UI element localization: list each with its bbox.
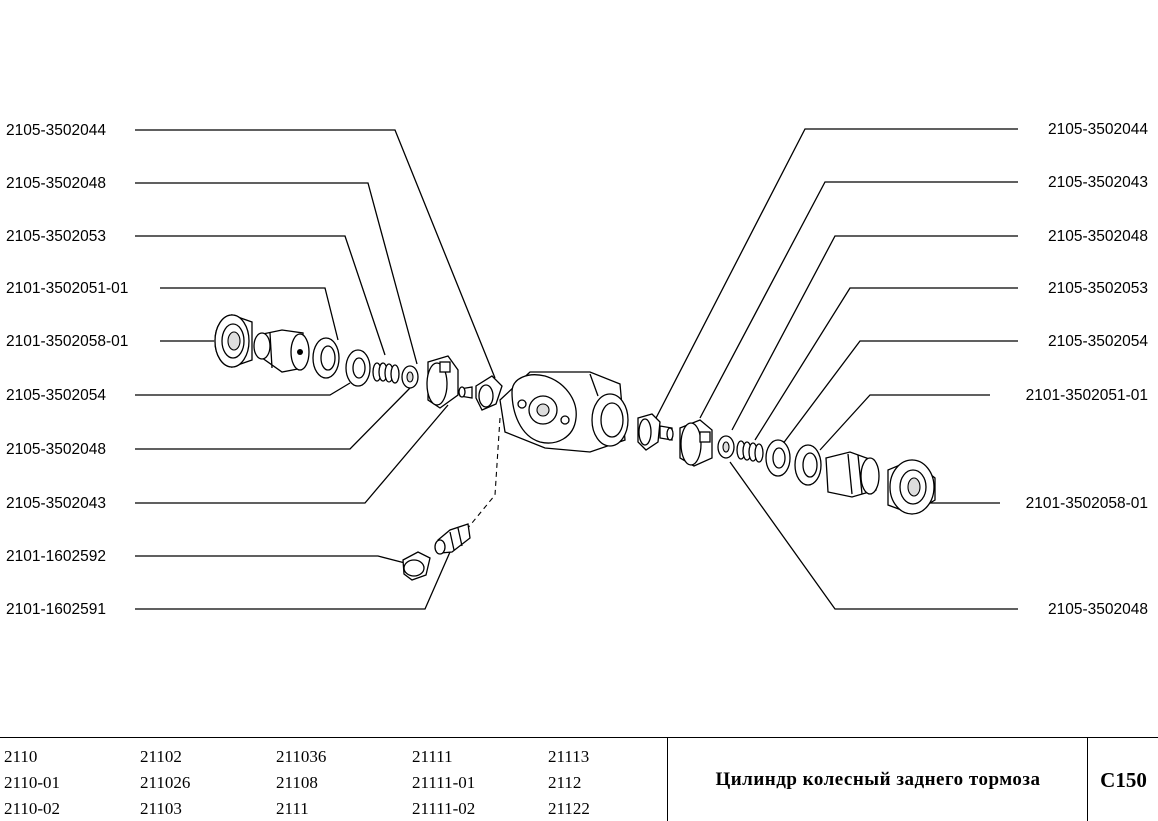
left-stop-cap[interactable] — [475, 375, 503, 411]
model-item: 21108 — [276, 773, 318, 792]
model-item: 2110 — [4, 747, 38, 766]
page-code: C150 — [1100, 767, 1147, 792]
left-label-1[interactable]: 2105-3502048 — [6, 175, 106, 192]
models-column-1: 21102 211026 21103 — [140, 744, 190, 821]
left-piston[interactable] — [253, 329, 310, 373]
models-column-3: 21111 21111-01 21111-02 — [412, 744, 475, 821]
right-leader-1 — [699, 181, 1018, 419]
left-label-3[interactable]: 2101-3502051-01 — [6, 280, 128, 297]
exploded-view-diagram: 2105-3502044 2105-3502048 2105-3502053 2… — [6, 121, 1148, 618]
model-item: 211036 — [276, 747, 327, 766]
right-leader-lines — [654, 128, 1018, 610]
left-leader-2 — [135, 235, 386, 356]
right-label-4[interactable]: 2105-3502054 — [1048, 333, 1148, 350]
bleeder-cap[interactable] — [402, 551, 431, 581]
model-item: 21111-01 — [412, 773, 476, 792]
model-item: 2110-01 — [4, 773, 61, 792]
model-item: 21111-02 — [412, 799, 476, 818]
right-spring[interactable] — [736, 440, 764, 463]
left-pin[interactable] — [458, 386, 473, 399]
assembly-title: Цилиндр колесный заднего тормоза — [715, 769, 1041, 790]
left-label-7[interactable]: 2105-3502043 — [6, 495, 106, 512]
right-label-1[interactable]: 2105-3502043 — [1048, 174, 1148, 191]
model-item: 21103 — [140, 799, 182, 818]
right-leader-5 — [819, 394, 990, 451]
right-label-7[interactable]: 2105-3502048 — [1048, 601, 1148, 618]
model-item: 2111 — [276, 799, 309, 818]
model-item: 2110-02 — [4, 799, 61, 818]
title-block: 2110 2110-01 2110-02 21102 211026 21103 … — [0, 737, 1158, 821]
right-leader-2 — [731, 235, 1018, 431]
models-column-2: 211036 21108 2111 — [276, 744, 326, 821]
right-washer[interactable] — [765, 439, 791, 477]
left-dust-cover[interactable] — [214, 314, 253, 368]
left-leader-0 — [135, 129, 496, 379]
model-item: 211026 — [140, 773, 191, 792]
right-label-5[interactable]: 2101-3502051-01 — [1026, 387, 1148, 404]
right-leader-3 — [754, 287, 1018, 441]
model-item: 21122 — [548, 799, 590, 818]
right-thrust-ring[interactable] — [679, 419, 713, 467]
left-washer[interactable] — [345, 349, 371, 387]
model-item: 21111 — [412, 747, 453, 766]
left-label-2[interactable]: 2105-3502053 — [6, 228, 106, 245]
left-label-6[interactable]: 2105-3502048 — [6, 441, 106, 458]
right-label-2[interactable]: 2105-3502048 — [1048, 228, 1148, 245]
right-leader-0 — [654, 128, 1018, 421]
bleed-axis-dashed — [457, 417, 501, 541]
assembly-title-cell: Цилиндр колесный заднего тормоза — [669, 738, 1088, 821]
left-label-9[interactable]: 2101-1602591 — [6, 601, 106, 618]
left-thrust-ring[interactable] — [426, 355, 459, 409]
left-seal-cup[interactable] — [312, 337, 340, 379]
right-pin[interactable] — [659, 425, 674, 441]
left-leader-8 — [135, 555, 406, 564]
right-label-6[interactable]: 2101-3502058-01 — [1026, 495, 1148, 512]
right-ring[interactable] — [717, 435, 735, 459]
left-label-5[interactable]: 2105-3502054 — [6, 387, 106, 404]
right-leader-7 — [729, 461, 1018, 610]
cylinder-body[interactable] — [499, 371, 629, 453]
right-leader-4 — [781, 340, 1018, 446]
left-leader-6 — [135, 387, 411, 450]
left-leader-7 — [135, 404, 449, 504]
right-label-3[interactable]: 2105-3502053 — [1048, 280, 1148, 297]
left-label-4[interactable]: 2101-3502058-01 — [6, 333, 128, 350]
model-item: 21102 — [140, 747, 182, 766]
left-leader-5 — [135, 382, 351, 396]
left-leader-3 — [160, 287, 339, 341]
left-ring[interactable] — [401, 365, 419, 389]
bleeder-screw[interactable] — [434, 523, 471, 555]
right-label-0[interactable]: 2105-3502044 — [1048, 121, 1148, 138]
left-leader-lines — [135, 129, 496, 610]
right-stop-cap[interactable] — [637, 413, 661, 451]
left-label-8[interactable]: 2101-1602592 — [6, 548, 106, 565]
models-column-4: 21113 2112 21122 — [548, 744, 590, 821]
model-item: 2112 — [548, 773, 582, 792]
right-dust-cover[interactable] — [887, 459, 936, 515]
right-piston[interactable] — [825, 451, 880, 498]
left-leader-9 — [135, 551, 451, 610]
right-seal-cup[interactable] — [794, 444, 822, 486]
model-item: 21113 — [548, 747, 590, 766]
vehicle-models-table: 2110 2110-01 2110-02 21102 211026 21103 … — [0, 738, 668, 821]
page-code-cell: C150 — [1089, 738, 1158, 821]
left-spring[interactable] — [372, 362, 400, 384]
left-label-0[interactable]: 2105-3502044 — [6, 122, 106, 139]
models-column-0: 2110 2110-01 2110-02 — [4, 744, 60, 821]
left-leader-1 — [135, 182, 418, 365]
